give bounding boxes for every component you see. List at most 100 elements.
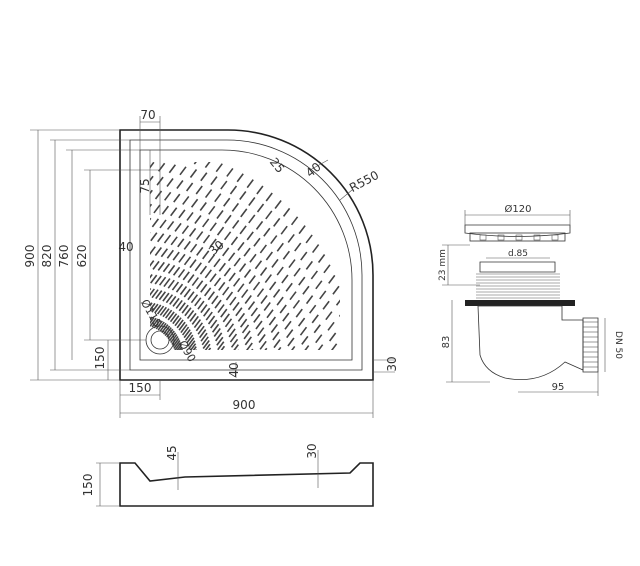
hatch-dash <box>265 192 273 202</box>
hatch-dash <box>174 344 183 350</box>
hatch-dash <box>166 178 174 188</box>
hatch-dash <box>208 205 216 215</box>
hatch-dash <box>273 217 281 227</box>
hatch-dash <box>276 242 284 252</box>
hatch-dash <box>159 306 167 316</box>
hatch-dash <box>257 327 265 337</box>
hatch-dash <box>303 355 309 363</box>
hatch-dash <box>165 294 174 304</box>
cap-hole <box>551 234 559 241</box>
hatch-dash <box>288 345 296 350</box>
hatch-dash <box>243 330 251 340</box>
hatch-dash <box>202 234 211 244</box>
hatch-dash <box>176 179 184 189</box>
hatch-dash <box>231 202 240 212</box>
hatch-dash <box>287 337 295 347</box>
hatch-dash <box>313 324 321 334</box>
hatch-dash <box>241 324 250 334</box>
hatch-dash <box>184 307 192 317</box>
hatch-dash <box>230 236 239 246</box>
hatch-dash <box>214 193 222 203</box>
hatch-dash <box>203 343 211 350</box>
hatch-dash <box>163 278 171 288</box>
drain-cap <box>464 224 571 237</box>
hatch-dash <box>182 271 190 281</box>
hatch-dash <box>259 244 268 254</box>
hatch-dash <box>290 216 299 226</box>
hatch-dash <box>203 307 211 317</box>
hatch-dash <box>214 299 222 309</box>
drain-body <box>477 305 584 381</box>
hatch-dash <box>178 209 186 219</box>
hatch-dash <box>157 261 165 271</box>
hatch-dash <box>210 176 218 186</box>
hatch-dash <box>263 227 271 237</box>
hatch-dash <box>196 246 204 256</box>
hatch-dash <box>273 339 281 349</box>
drain-dim-23: 23 mm <box>438 249 448 281</box>
drain-outlet <box>582 317 599 373</box>
hatch-dash <box>301 335 309 345</box>
hatch-dash <box>181 304 189 314</box>
hatch-dash <box>150 246 156 256</box>
drain-dim-120: Ø120 <box>505 203 532 215</box>
hatch-dash <box>332 285 340 295</box>
hatch-dash <box>219 351 225 359</box>
hatch-dash <box>199 202 207 212</box>
hatch-dash <box>270 324 278 333</box>
hatch-dash <box>223 231 232 241</box>
dim-70: 70 <box>140 108 155 122</box>
hatch-dash <box>188 340 196 350</box>
hatch-dash <box>191 277 199 287</box>
hatch-dash <box>190 294 199 304</box>
hatch-dash <box>211 323 220 333</box>
hatch-dash <box>271 258 279 268</box>
hatch-dash <box>175 346 183 350</box>
hatch-dash <box>272 288 281 298</box>
dim-150-left: 150 <box>93 347 107 370</box>
hatch-dash <box>167 264 176 274</box>
hatch-dash <box>240 208 248 218</box>
hatch-dash <box>315 334 323 344</box>
hatch-dash <box>244 336 252 346</box>
dim-820: 820 <box>40 245 54 268</box>
hatch-dash <box>316 344 324 350</box>
hatch-dash <box>302 345 310 350</box>
hatch-dash <box>224 214 232 224</box>
hatch-dash <box>143 246 149 254</box>
section-dim-150: 150 <box>81 474 95 497</box>
drain-dim-85: d.85 <box>508 249 528 259</box>
hatch-dash <box>226 167 234 177</box>
hatch-dash <box>211 295 219 305</box>
hatch-dash <box>159 219 167 229</box>
hatch-dash <box>154 190 163 200</box>
hatch-dash <box>217 304 225 314</box>
hatch-dash <box>173 193 181 203</box>
hatch-dash <box>246 231 254 241</box>
hatch-dash <box>276 296 284 306</box>
dim-115: Ø115 <box>138 297 164 329</box>
hatch-dash <box>241 289 249 299</box>
dim-r550: R550 <box>347 168 381 195</box>
cap-hole <box>533 234 541 241</box>
hatch-dash <box>177 268 186 278</box>
hatch-dash <box>259 340 267 350</box>
hatch-dash <box>216 336 224 346</box>
hatch-dash <box>200 283 208 293</box>
hatch-dash <box>164 191 172 201</box>
hatch-dash <box>329 343 338 350</box>
hatch-dash <box>159 322 167 332</box>
hatch-dash <box>172 266 181 276</box>
hatch-dash <box>152 260 160 270</box>
hatch-dash <box>294 242 302 252</box>
hatch-dash <box>223 267 232 277</box>
hatch-dash <box>153 204 161 214</box>
hatch-dash <box>229 185 238 195</box>
hatch-dash <box>154 247 162 257</box>
cap-hole <box>497 234 505 241</box>
hatch-dash <box>250 307 258 317</box>
hatch-dash <box>150 288 155 298</box>
drain-cap-holes <box>479 234 559 241</box>
hatch-dash <box>305 295 314 305</box>
hatch-dash <box>187 291 195 301</box>
